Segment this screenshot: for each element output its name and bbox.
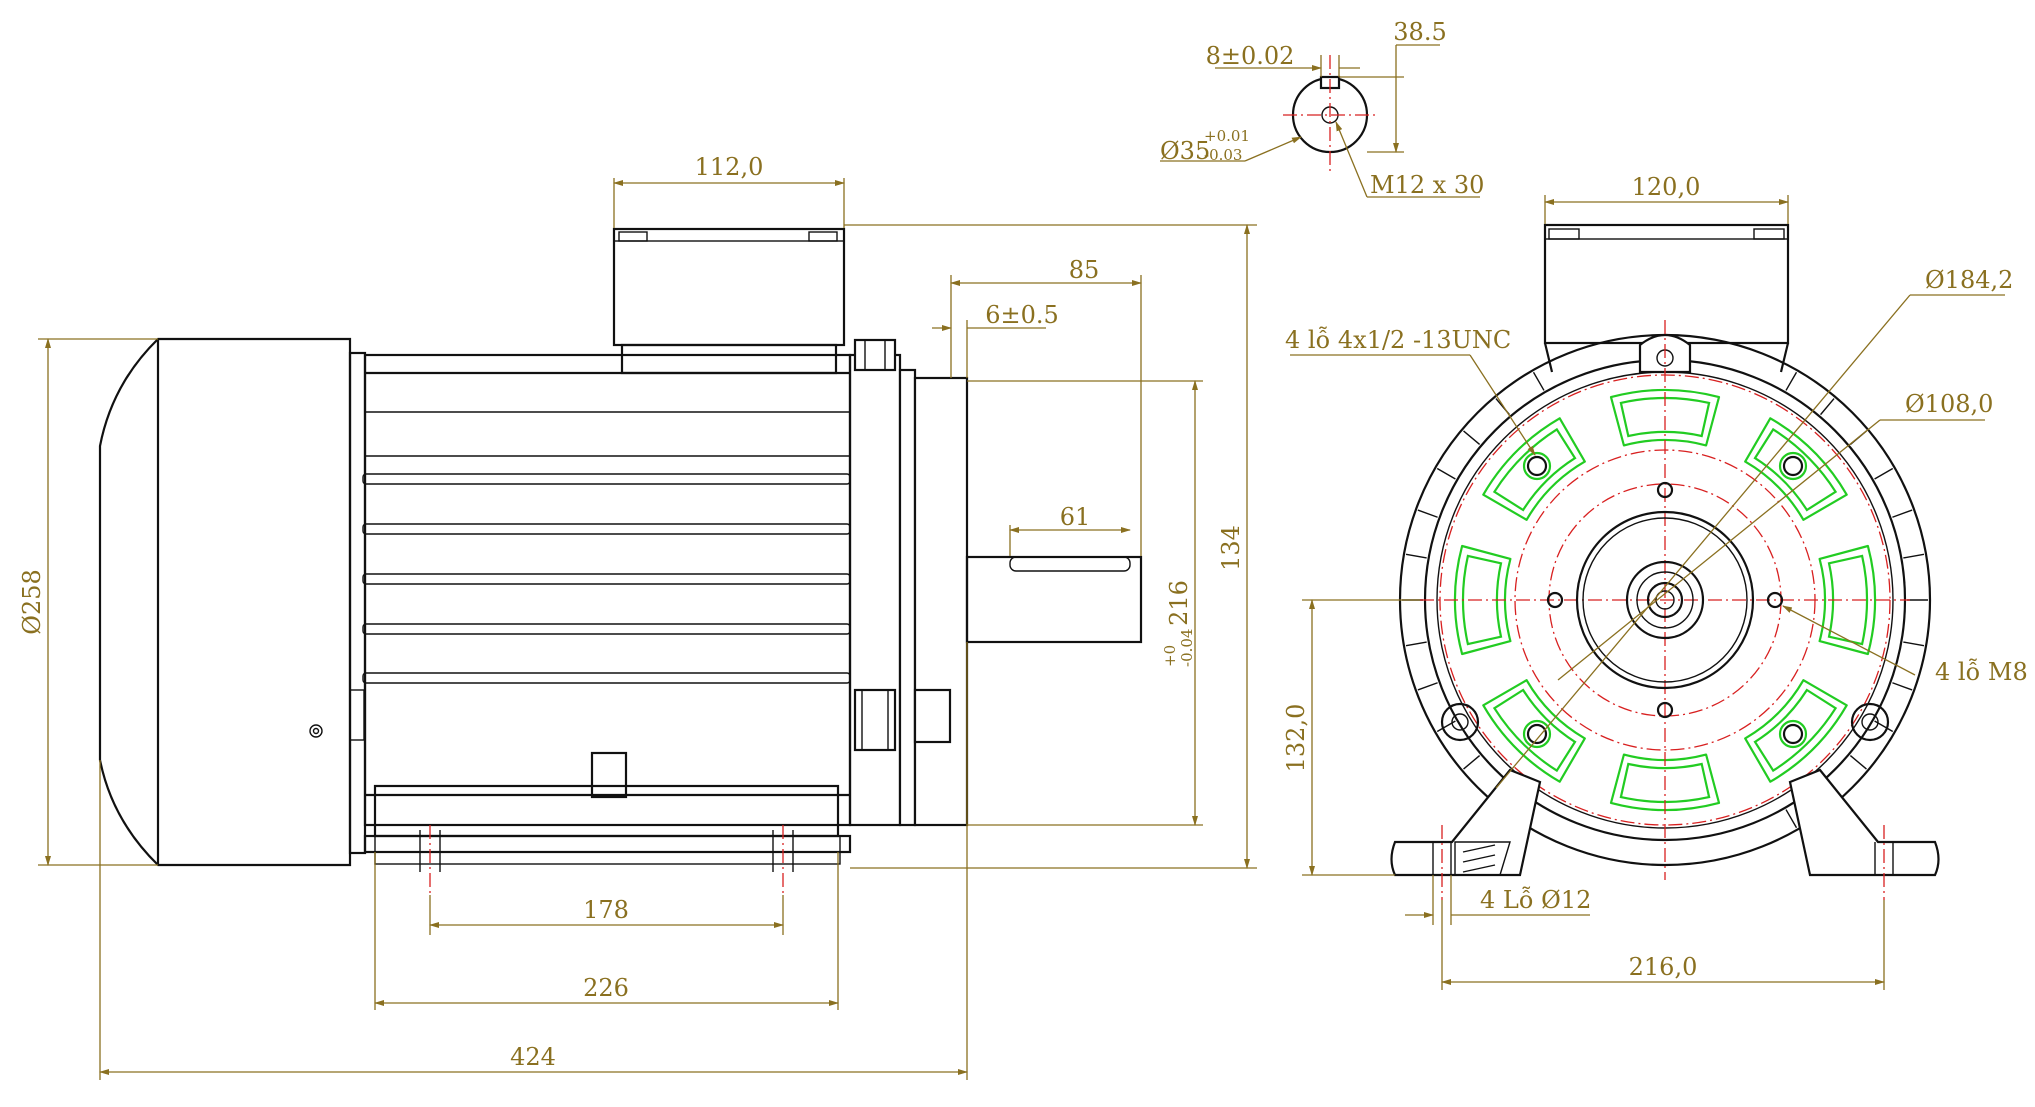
dim-key-length: 61 — [1060, 503, 1091, 531]
fin — [1417, 682, 1438, 691]
dim-total-length: 424 — [510, 1043, 556, 1071]
fin — [1820, 398, 1835, 416]
dim-shaft-tol-lower: -0.03 — [1204, 146, 1242, 164]
pocket-inner — [1827, 554, 1869, 646]
fin — [1405, 641, 1427, 647]
radial-fins — [1402, 371, 1928, 829]
dim-center-thread: M12 x 30 — [1370, 171, 1484, 199]
pocket-inner — [1461, 554, 1503, 646]
pocket — [1482, 679, 1586, 783]
fin — [1436, 467, 1456, 480]
pocket — [1482, 417, 1586, 521]
dim-key-width: 8±0.02 — [1206, 42, 1295, 70]
fin — [1874, 467, 1894, 480]
shaft-section-detail: 8±0.02 38.5 Ø35 +0.01 -0.03 M12 x 30 — [1160, 18, 1484, 199]
dim-flange-tol-upper: +0 — [1161, 645, 1179, 667]
side-view: 112,0 85 6±0.5 61 216 +0 -0.04 134 Ø258 … — [18, 153, 1257, 1080]
dim-front-box-width: 120,0 — [1632, 173, 1701, 201]
dim-center-height: 132,0 — [1282, 704, 1310, 773]
fin — [1903, 641, 1925, 647]
dim-m8-holes: 4 lỗ M8 — [1935, 658, 2028, 686]
fin — [1532, 371, 1545, 391]
dim-pcd-inner: Ø108,0 — [1905, 390, 1993, 418]
dim-unc-holes: 4 lỗ 4x1/2 -13UNC — [1285, 326, 1511, 354]
pocket-inner — [1492, 688, 1577, 773]
dim-total-height: 134 — [1217, 525, 1245, 571]
dim-body-diameter: Ø258 — [18, 569, 46, 634]
pocket-inner — [1492, 427, 1577, 512]
terminal-box — [612, 227, 846, 375]
fan-cover — [98, 337, 352, 867]
front-view: 120,0 Ø184,2 Ø108,0 4 lỗ 4x1/2 -13UNC 4 … — [1282, 173, 2028, 990]
pocket — [1744, 679, 1848, 783]
pocket — [1818, 544, 1877, 656]
pocket-inner — [1753, 688, 1838, 773]
dim-shaft-diameter: Ø35 — [1160, 137, 1210, 165]
terminal-box-front — [1543, 223, 1790, 373]
fin — [1785, 371, 1798, 391]
end-shield — [848, 338, 969, 827]
fin — [1417, 509, 1438, 518]
fin — [1785, 809, 1798, 829]
pocket-inner — [1753, 427, 1838, 512]
fin — [1849, 755, 1867, 770]
front-feet — [1390, 768, 1940, 900]
pocket-inner — [1619, 762, 1711, 804]
cooling-fins — [362, 473, 851, 684]
fin — [1463, 430, 1481, 445]
dim-pcd-outer: Ø184,2 — [1925, 266, 2013, 294]
side-dimensions — [38, 178, 1257, 1080]
dim-foot-holes: 4 Lỗ Ø12 — [1480, 886, 1591, 914]
dim-flange-diameter: 216 — [1165, 580, 1193, 626]
fin — [1405, 553, 1427, 559]
m8-holes — [1546, 481, 1784, 719]
pocket — [1453, 544, 1512, 656]
dim-foot-width: 216,0 — [1629, 953, 1698, 981]
dim-flange-tol-lower: -0.04 — [1178, 629, 1196, 667]
fin — [1892, 509, 1913, 518]
dim-foot-hole-distance: 178 — [583, 896, 629, 924]
pocket-inner — [1619, 396, 1711, 438]
motor-feet — [363, 751, 852, 895]
screw-icon — [309, 724, 323, 738]
dim-foot-length: 226 — [583, 974, 629, 1002]
pocket — [1744, 417, 1848, 521]
front-dimensions — [1290, 195, 2005, 990]
unc-holes — [1522, 451, 1808, 749]
dim-shaft-height: 38.5 — [1393, 18, 1446, 46]
fin — [1892, 682, 1913, 691]
shaft — [965, 555, 1143, 644]
motor-body — [362, 353, 852, 827]
fin — [1463, 755, 1481, 770]
bearing-hub — [1575, 510, 1755, 690]
dim-shaft-tol-upper: +0.01 — [1204, 127, 1250, 145]
pocket — [1609, 753, 1721, 812]
dim-terminal-box-width: 112,0 — [695, 153, 764, 181]
pocket — [1609, 388, 1721, 447]
end-shield-pockets — [1453, 388, 1877, 812]
dim-shaft-shoulder: 6±0.5 — [985, 301, 1059, 329]
dim-shaft-length: 85 — [1069, 256, 1100, 284]
fin — [1903, 553, 1925, 559]
